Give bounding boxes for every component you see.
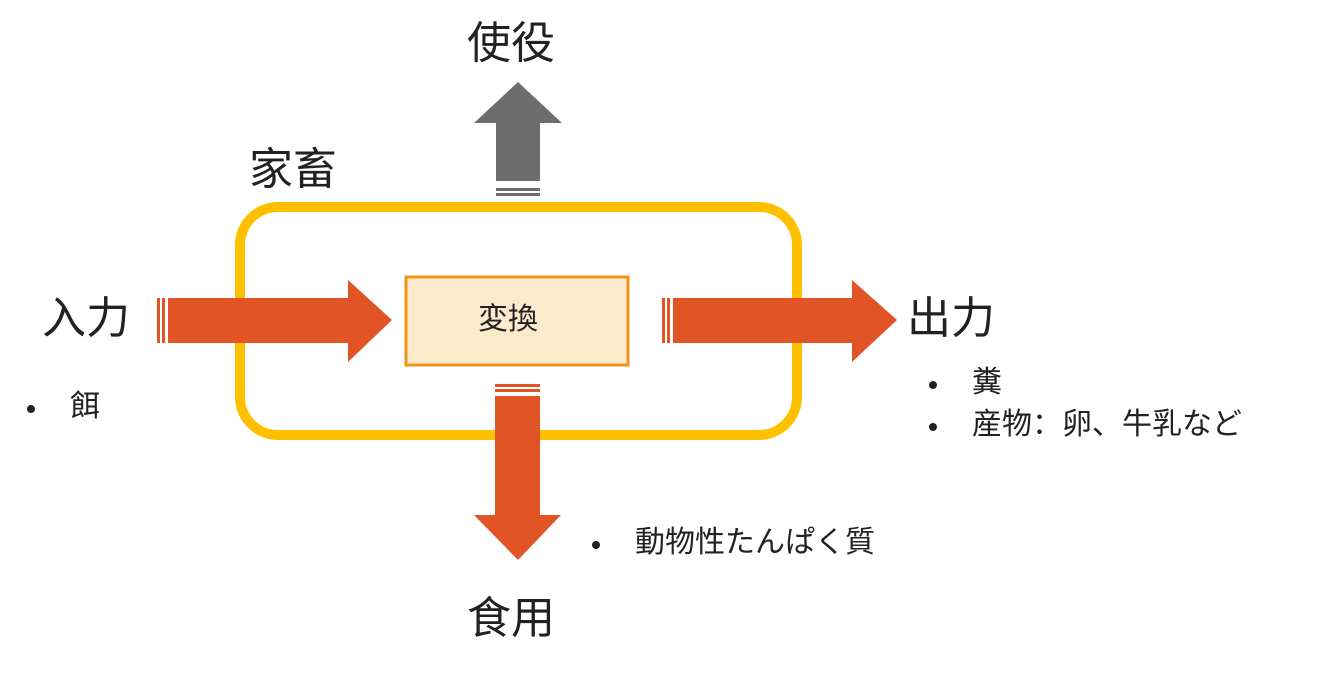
down-arrow-icon: [474, 384, 561, 560]
list-item: 動物性たんぱく質: [585, 528, 875, 558]
transform-box: [404, 275, 630, 367]
list-item: 餌: [20, 392, 100, 422]
output-label: 出力: [907, 293, 995, 344]
right-arrow-icon: [662, 280, 897, 362]
output-items-list: 糞 産物：卵、牛乳など: [922, 368, 1242, 440]
work-label: 使役: [467, 18, 555, 69]
transform-label: 変換: [478, 302, 538, 337]
food-items-list: 動物性たんぱく質: [585, 528, 875, 558]
list-item: 産物：卵、牛乳など: [922, 410, 1242, 440]
input-label: 入力: [42, 293, 130, 344]
up-arrow-icon: [474, 82, 562, 196]
input-items-list: 餌: [20, 392, 100, 422]
right-arrow-icon: [157, 280, 392, 362]
container-label: 家畜: [249, 144, 337, 195]
food-label: 食用: [467, 593, 555, 644]
list-item: 糞: [922, 368, 1242, 398]
